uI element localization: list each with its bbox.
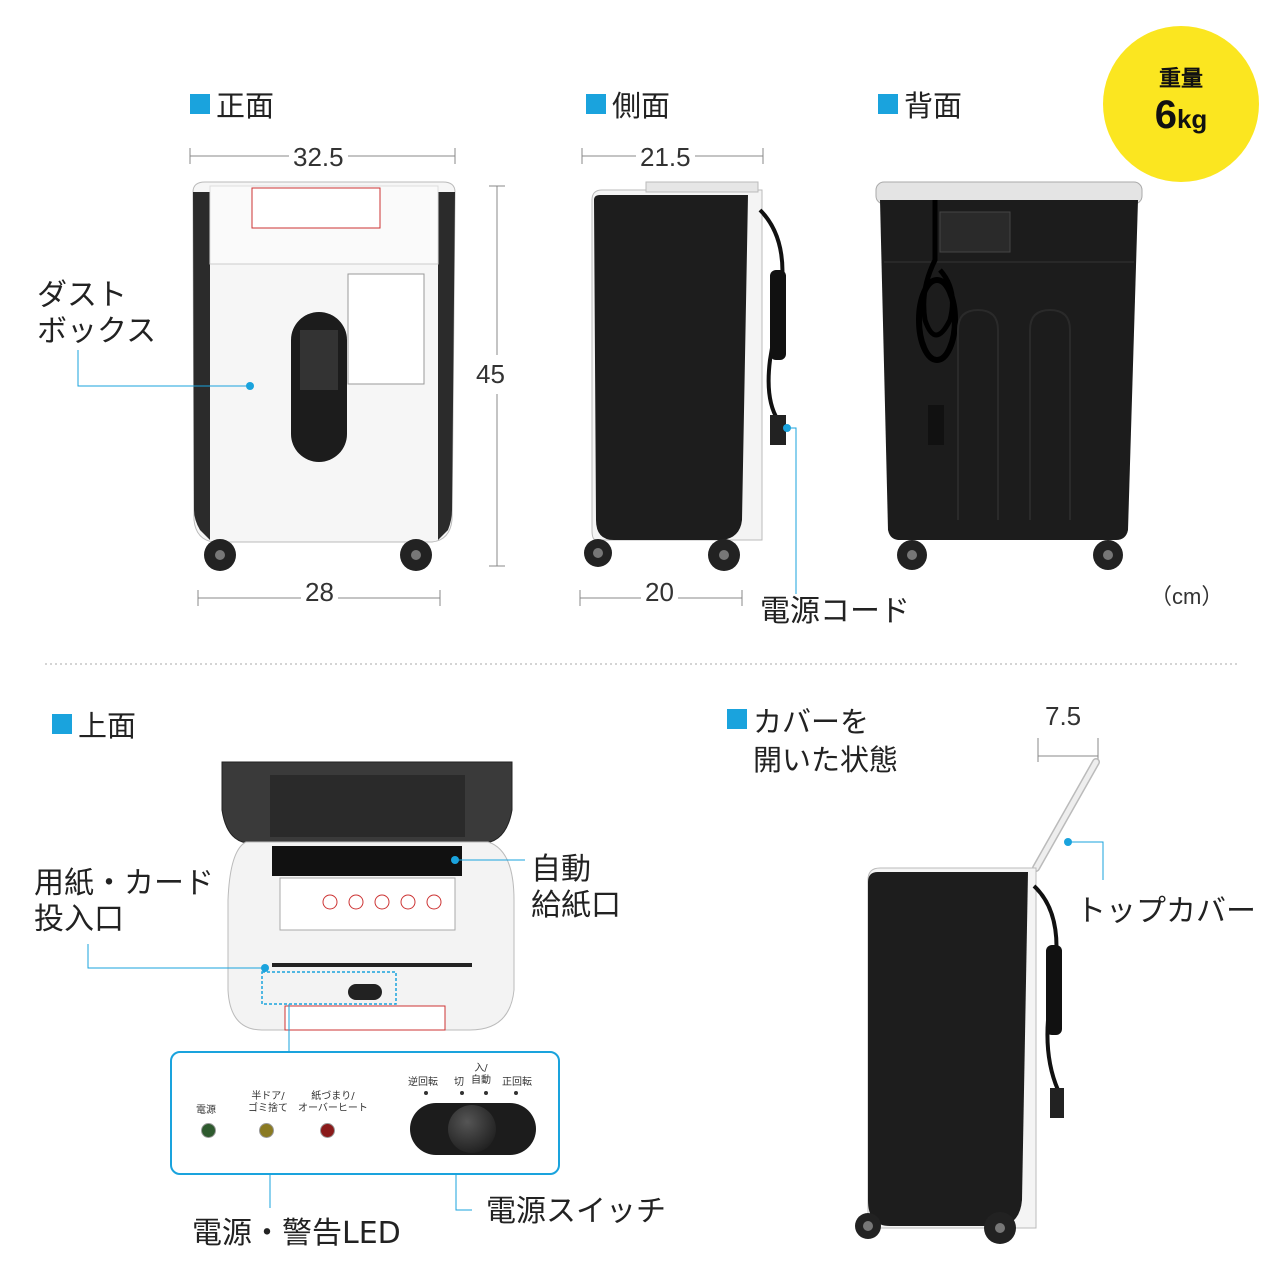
panel-switch-dots (422, 1091, 522, 1097)
label-top-cover: トップカバー (1076, 894, 1256, 929)
back-view-shredder (875, 181, 1143, 570)
label-auto-feed: 自動 給紙口 (531, 852, 621, 923)
dim-front-base: 28 (301, 577, 338, 608)
panel-led-jam-label: 紙づまり/ オーバーヒート (298, 1091, 368, 1114)
weight-label: 重量 (1158, 67, 1203, 92)
side-view-shredder (584, 181, 791, 571)
section-front-title: 正面 (190, 83, 274, 125)
dim-height: 45 (474, 355, 507, 394)
open-cover-view-shredder (855, 758, 1104, 1244)
led-jam (320, 1123, 335, 1138)
dim-cover-open: 7.5 (1045, 701, 1082, 731)
dim-side-depth: 21.5 (636, 142, 695, 173)
panel-switch-off: 切 (454, 1077, 464, 1088)
power-switch-knob-center (448, 1105, 496, 1153)
panel-led-door-label: 半ドア/ ゴミ捨て (248, 1091, 288, 1114)
label-power-switch: 電源スイッチ (486, 1194, 666, 1229)
section-back-title: 背面 (878, 83, 962, 125)
panel-switch-reverse: 逆回転 (408, 1077, 438, 1088)
section-top-title: 上面 (52, 703, 136, 745)
section-side-title: 側面 (586, 83, 670, 125)
panel-switch-auto: 入/ 自動 (471, 1063, 491, 1086)
dim-side-base: 20 (641, 577, 678, 608)
leader-lines-top (77, 350, 797, 594)
panel-switch-forward: 正回転 (502, 1077, 532, 1088)
label-led: 電源・警告LED (192, 1216, 401, 1251)
dim-front-width: 32.5 (289, 142, 348, 173)
label-power-cord: 電源コード (760, 594, 910, 629)
label-paper-slot: 用紙・カード 投入口 (34, 866, 214, 937)
top-view-shredder (221, 761, 515, 1031)
led-power (201, 1123, 216, 1138)
panel-led-power-label: 電源 (196, 1105, 216, 1116)
power-switch-knob[interactable] (410, 1103, 536, 1155)
label-dust-box: ダスト ボックス (37, 278, 157, 349)
weight-badge: 重量 6kg (1103, 26, 1259, 182)
weight-value: 6kg (1154, 93, 1208, 137)
control-panel-closeup: 電源 半ドア/ ゴミ捨て 紙づまり/ オーバーヒート 逆回転 切 入/ 自動 正… (170, 1051, 560, 1175)
led-door (259, 1123, 274, 1138)
unit-label: （cm） (1150, 584, 1224, 609)
front-view-shredder (192, 181, 456, 571)
section-open-title: カバーを 開いた状態 (727, 703, 898, 779)
